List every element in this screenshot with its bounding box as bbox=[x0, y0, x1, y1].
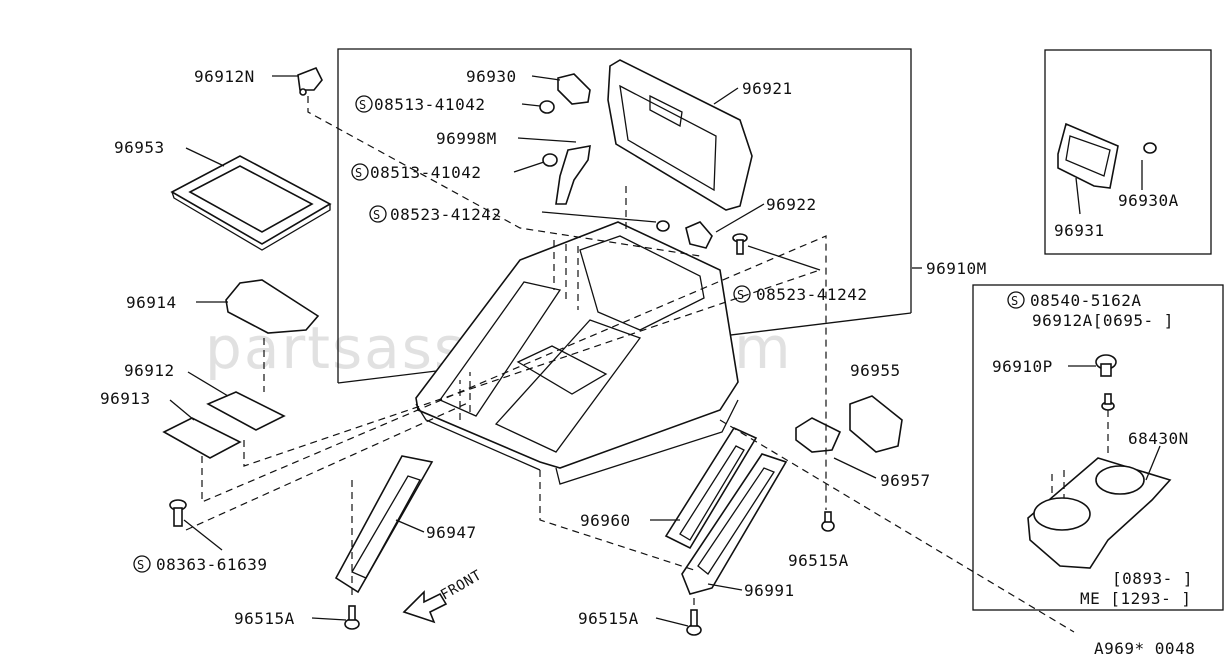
label-08513-b: 08513-41042 bbox=[370, 163, 481, 182]
part-labels: 96912N 96930 96921 S 08513-41042 96998M … bbox=[100, 67, 1195, 658]
label-08540: 08540-5162A bbox=[1030, 291, 1141, 310]
cup-holder-68430N bbox=[1027, 457, 1172, 569]
diagram-code: A969* 0048 bbox=[1094, 639, 1195, 658]
label-96921: 96921 bbox=[742, 79, 793, 98]
label-96910M: 96910M bbox=[926, 259, 987, 278]
rail-96991 bbox=[681, 453, 788, 595]
std-mark-d-text: S bbox=[737, 288, 745, 302]
pad-96914 bbox=[225, 279, 320, 334]
std-mark-e bbox=[133, 555, 151, 573]
front-arrow-icon bbox=[402, 590, 448, 624]
screw-08513-b bbox=[542, 153, 558, 167]
screw-08523-a bbox=[656, 220, 670, 232]
console-body-96910M bbox=[415, 221, 739, 485]
label-range-me-1293: ME [1293- ] bbox=[1080, 589, 1191, 608]
stay-arm-96998M bbox=[555, 145, 591, 205]
std-mark-c bbox=[369, 205, 387, 223]
label-96515A-c: 96515A bbox=[788, 551, 849, 570]
label-96914: 96914 bbox=[126, 293, 177, 312]
hinge-96930 bbox=[557, 73, 591, 105]
rail-96947 bbox=[334, 455, 434, 594]
label-96931: 96931 bbox=[1054, 221, 1105, 240]
label-08513-a: 08513-41042 bbox=[374, 95, 485, 114]
knob-96910P bbox=[1095, 354, 1117, 411]
label-96960: 96960 bbox=[580, 511, 631, 530]
screw-08513-a bbox=[539, 100, 555, 114]
label-96957: 96957 bbox=[880, 471, 931, 490]
std-mark-a bbox=[355, 95, 373, 113]
assembly-lines bbox=[185, 96, 1109, 633]
label-96912: 96912 bbox=[124, 361, 175, 380]
std-mark-c-text: S bbox=[373, 208, 381, 222]
label-08523-a: 08523-41242 bbox=[390, 205, 501, 224]
label-68430N: 68430N bbox=[1128, 429, 1189, 448]
label-96930A: 96930A bbox=[1118, 191, 1179, 210]
label-96998M: 96998M bbox=[436, 129, 497, 148]
std-mark-f bbox=[1007, 291, 1025, 309]
std-mark-b-text: S bbox=[355, 166, 363, 180]
label-front: FRONT bbox=[438, 567, 485, 603]
label-96912N: 96912N bbox=[194, 67, 255, 86]
inset-box-cupholder bbox=[972, 284, 1224, 611]
lid-96921 bbox=[607, 59, 753, 211]
std-mark-a-text: S bbox=[359, 98, 367, 112]
screw-08363 bbox=[169, 499, 187, 527]
label-96515A-b: 96515A bbox=[578, 609, 639, 628]
label-96913: 96913 bbox=[100, 389, 151, 408]
label-08523-b: 08523-41242 bbox=[756, 285, 867, 304]
label-96910P: 96910P bbox=[992, 357, 1053, 376]
mat-96912 bbox=[206, 391, 286, 431]
label-range-0893: [0893- ] bbox=[1112, 569, 1193, 588]
label-96515A-a: 96515A bbox=[234, 609, 295, 628]
std-mark-d bbox=[733, 285, 751, 303]
screw-08523-b bbox=[732, 233, 748, 255]
leader-lines bbox=[169, 75, 1161, 627]
std-mark-e-text: S bbox=[137, 558, 145, 572]
label-96930: 96930 bbox=[466, 67, 517, 86]
clip-96912N bbox=[297, 66, 323, 96]
std-mark-f-text: S bbox=[1011, 294, 1019, 308]
rail-96960 bbox=[664, 426, 758, 550]
switch-96957 bbox=[795, 417, 842, 453]
label-08363: 08363-61639 bbox=[156, 555, 267, 574]
clip-96515A-c bbox=[821, 511, 835, 532]
label-96912A: 96912A[0695- ] bbox=[1032, 311, 1174, 330]
tray-frame-96953 bbox=[170, 155, 332, 251]
std-mark-b bbox=[351, 163, 369, 181]
latch-96922 bbox=[685, 221, 713, 249]
tray-96931 bbox=[1057, 122, 1157, 189]
label-96953: 96953 bbox=[114, 138, 165, 157]
inset-box-96931 bbox=[1044, 49, 1212, 255]
clip-96515A-a bbox=[344, 605, 360, 630]
label-96947: 96947 bbox=[426, 523, 477, 542]
clip-96515A-b bbox=[686, 609, 702, 636]
label-96922: 96922 bbox=[766, 195, 817, 214]
insert-96955 bbox=[849, 395, 903, 453]
label-96991: 96991 bbox=[744, 581, 795, 600]
mat-96913 bbox=[162, 417, 242, 459]
label-96955: 96955 bbox=[850, 361, 901, 380]
